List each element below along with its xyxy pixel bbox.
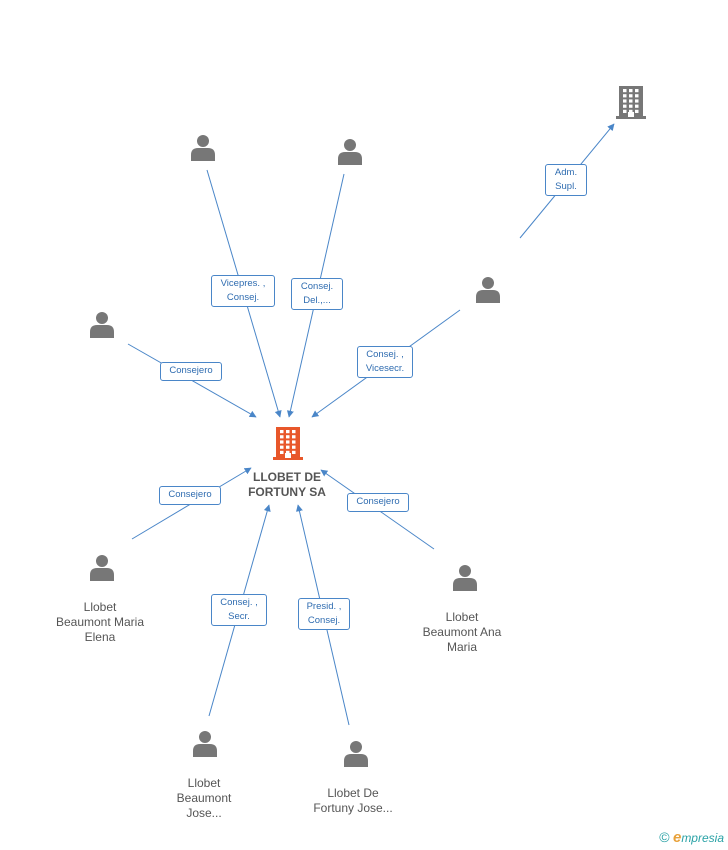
edge-role-label[interactable]: Consejero xyxy=(347,492,409,512)
edge-role-label[interactable]: Vicepres. , Consej. xyxy=(211,275,275,307)
edge-role-label[interactable]: Consejero xyxy=(159,485,221,505)
edge-role-text: Consej. xyxy=(300,281,334,292)
edge-role-label[interactable]: Consejero xyxy=(160,361,222,381)
building-icon[interactable] xyxy=(272,426,304,465)
edge-role-label[interactable]: Adm. Supl. xyxy=(545,164,587,196)
edge-role-label[interactable]: Consej. Del.,... xyxy=(291,278,343,310)
edge-role-text: Consej. , xyxy=(220,597,258,608)
node-name[interactable]: Llobet Beaumont Ana Maria xyxy=(422,610,502,654)
person-icon[interactable] xyxy=(88,310,116,343)
center-company-name[interactable]: LLOBET DE FORTUNY SA xyxy=(248,470,326,499)
brand-initial: e xyxy=(672,829,682,846)
person-icon[interactable] xyxy=(336,137,364,170)
edge-role-text: Consejero xyxy=(169,364,213,376)
edge-role-text: Consej. xyxy=(226,292,260,303)
person-icon[interactable] xyxy=(474,275,502,308)
edge-role-text: Secr. xyxy=(228,611,250,622)
edge-role-label[interactable]: Consej. , Secr. xyxy=(211,594,267,626)
edge-role-text: Adm. xyxy=(554,167,578,178)
edge-role-text: Consejero xyxy=(356,495,400,507)
edge-line xyxy=(127,343,257,418)
edge-role-text: Supl. xyxy=(555,181,577,192)
node-name[interactable]: Llobet Beaumont Jose... xyxy=(176,776,232,820)
edge-role-text: Vicesecr. xyxy=(365,363,405,374)
person-icon[interactable] xyxy=(342,739,370,772)
edge-role-text: Vicepres. , xyxy=(220,278,266,289)
person-icon[interactable] xyxy=(451,563,479,596)
node-name[interactable]: Llobet De Fortuny Jose... xyxy=(313,786,393,815)
edge-role-label[interactable]: Presid. , Consej. xyxy=(298,598,350,630)
brand-name: mpresia xyxy=(681,831,724,845)
edges-layer xyxy=(127,123,615,726)
edge-role-text: Consej. , xyxy=(366,349,404,360)
edge-role-text: Del.,... xyxy=(303,295,331,306)
node-name[interactable]: Llobet Beaumont Maria Elena xyxy=(55,600,145,644)
footer-brand: © empresia xyxy=(659,829,724,846)
person-icon[interactable] xyxy=(191,729,219,762)
edge-role-text: Consejero xyxy=(168,488,212,500)
person-icon[interactable] xyxy=(88,553,116,586)
person-icon[interactable] xyxy=(189,133,217,166)
edge-role-text: Consej. xyxy=(307,615,341,626)
edge-role-text: Presid. , xyxy=(306,601,342,612)
building-icon[interactable] xyxy=(615,85,647,124)
copyright-symbol: © xyxy=(659,829,670,845)
edge-role-label[interactable]: Consej. , Vicesecr. xyxy=(357,346,413,378)
